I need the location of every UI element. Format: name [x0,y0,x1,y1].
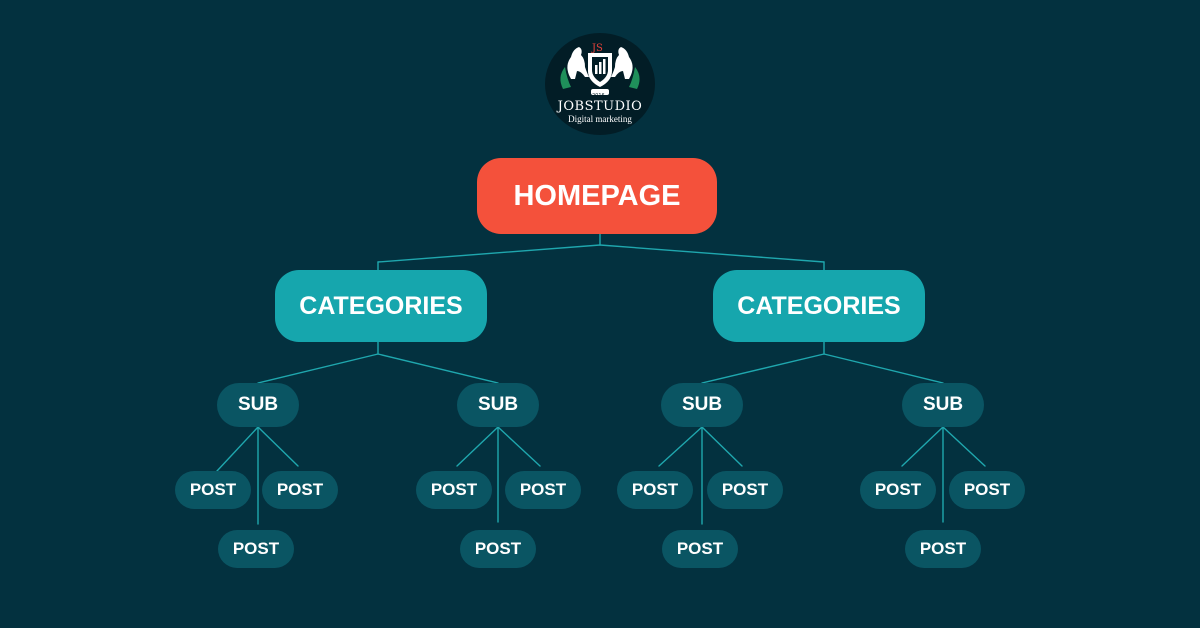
crest-icon [560,47,640,95]
post-node: POST [175,471,251,509]
category-node: CATEGORIES [713,270,925,342]
logo-name: JOBSTUDIO [557,99,643,114]
post-node: POST [617,471,693,509]
homepage-node: HOMEPAGE [477,158,717,234]
post-node: POST [460,530,536,568]
post-node: POST [662,530,738,568]
sub-node: SUB [661,383,743,427]
post-node: POST [416,471,492,509]
post-node: POST [505,471,581,509]
logo-year: 2016 [592,93,605,99]
jobstudio-logo: JS 2016 JOBSTUDIO Digital marketing [545,33,655,135]
post-node: POST [905,530,981,568]
post-node: POST [860,471,936,509]
logo-tagline: Digital marketing [568,114,632,124]
category-node: CATEGORIES [275,270,487,342]
sub-node: SUB [457,383,539,427]
sub-node: SUB [217,383,299,427]
post-node: POST [262,471,338,509]
post-node: POST [949,471,1025,509]
sub-node: SUB [902,383,984,427]
logo-monogram: JS [592,43,603,54]
post-node: POST [218,530,294,568]
post-node: POST [707,471,783,509]
